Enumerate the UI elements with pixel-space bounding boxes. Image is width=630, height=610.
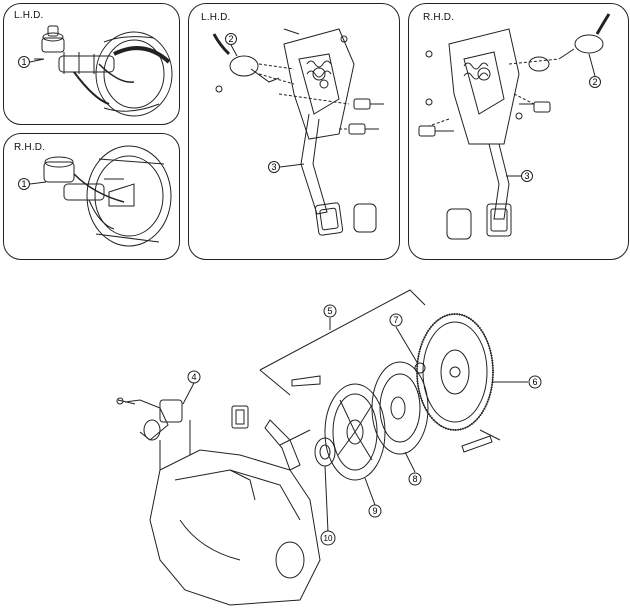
panel-title: R.H.D. [423,12,455,23]
callout-9: 9 [368,504,382,518]
callout-label: 4 [191,372,196,382]
callout-label: 10 [324,534,333,543]
panel-rhd-pedal-assembly: R.H.D. [408,3,629,260]
callout-label: 3 [271,162,276,172]
callout-8: 8 [408,472,422,486]
panel-rhd-master-cylinder: R.H.D. 1 [3,133,180,260]
callout-label: 1 [21,57,26,67]
master-cylinder-lhd-illustration: 1 [18,25,173,117]
pedal-assembly-lhd-illustration: 2 3 [212,28,384,236]
pedal-assembly-rhd-illustration: 2 3 [418,13,611,240]
callout-label: 3 [524,171,529,181]
master-cylinder-rhd-illustration: 1 [18,145,172,247]
callout-2: 2 [588,53,601,88]
callout-2: 2 [225,33,238,57]
callout-3: 3 [506,170,533,182]
panel-lhd-master-cylinder: L.H.D. 1 [3,3,180,125]
callout-6: 6 [528,375,542,389]
callout-label: 7 [393,315,398,325]
callout-label: 9 [372,506,377,516]
callout-1: 1 [18,56,45,68]
callout-label: 1 [21,179,26,189]
panel-title: R.H.D. [14,142,46,153]
callout-7: 7 [389,313,403,327]
callout-3: 3 [268,161,305,173]
panel-lhd-pedal-assembly: L.H.D. [188,3,400,260]
panel-title: L.H.D. [14,10,44,21]
callout-label: 2 [592,77,597,87]
callout-label: 8 [412,474,417,484]
callout-5: 5 [323,304,337,318]
panel-title: L.H.D. [201,12,231,23]
callout-1: 1 [18,178,47,190]
callout-label: 2 [228,34,233,44]
callout-4: 4 [187,370,201,384]
callout-label: 5 [327,306,332,316]
callout-10: 10 [320,530,336,546]
callout-label: 6 [532,377,537,387]
